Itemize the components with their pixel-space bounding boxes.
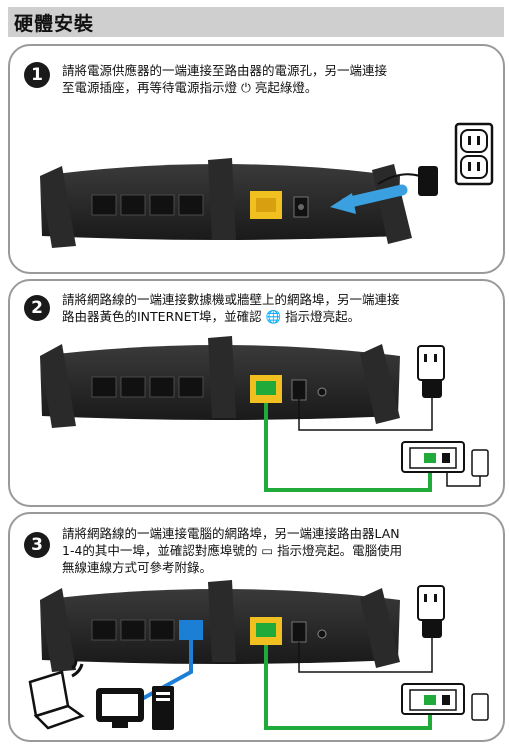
antenna-right-1 xyxy=(372,164,412,244)
step-1-line-1: 請將電源供應器的一端連接至路由器的電源孔，另一端連接 xyxy=(62,63,388,78)
antenna-mid-1 xyxy=(208,158,236,240)
outlet-icon-2 xyxy=(417,345,445,381)
router-3 xyxy=(28,580,489,730)
lan-port-4-3 xyxy=(179,620,203,640)
antenna-left-1 xyxy=(40,166,76,248)
step-2-number: 2 xyxy=(24,295,50,321)
step-1-number: 1 xyxy=(24,62,50,88)
header-bar xyxy=(8,7,504,37)
green-cable-2 xyxy=(264,403,432,492)
step-3-number: 3 xyxy=(24,532,50,558)
arrow-1 xyxy=(340,184,408,209)
adapter-icon xyxy=(418,166,438,196)
desktop-icon xyxy=(96,686,174,730)
page-title: 硬體安裝 xyxy=(14,13,95,35)
step-3-line-3: 無線連線方式可參考附錄。 xyxy=(62,560,213,575)
lan-ports-1 xyxy=(91,194,204,216)
step-1-line-2: 至電源插座，再等待電源指示燈 ⏻ 亮起綠燈。 xyxy=(62,80,318,95)
wifi-icon xyxy=(71,659,84,678)
step-3-line-1: 請將網路線的一端連接電腦的網路埠，另一端連接路由器LAN xyxy=(62,526,400,541)
step-3-line-2: 1-4的其中一埠，並確認對應埠號的 ▭ 指示燈亮起。電腦使用 xyxy=(62,543,403,558)
green-cable-3 xyxy=(264,645,432,730)
step-2-line-2: 路由器黃色的INTERNET埠，並確認 🌐 指示燈亮起。 xyxy=(62,309,361,324)
laptop-icon xyxy=(28,670,85,730)
router-2 xyxy=(40,336,489,492)
router-1 xyxy=(40,122,494,248)
step-2-line-1: 請將網路線的一端連接數據機或牆壁上的網路埠，另一端連接 xyxy=(62,292,400,307)
